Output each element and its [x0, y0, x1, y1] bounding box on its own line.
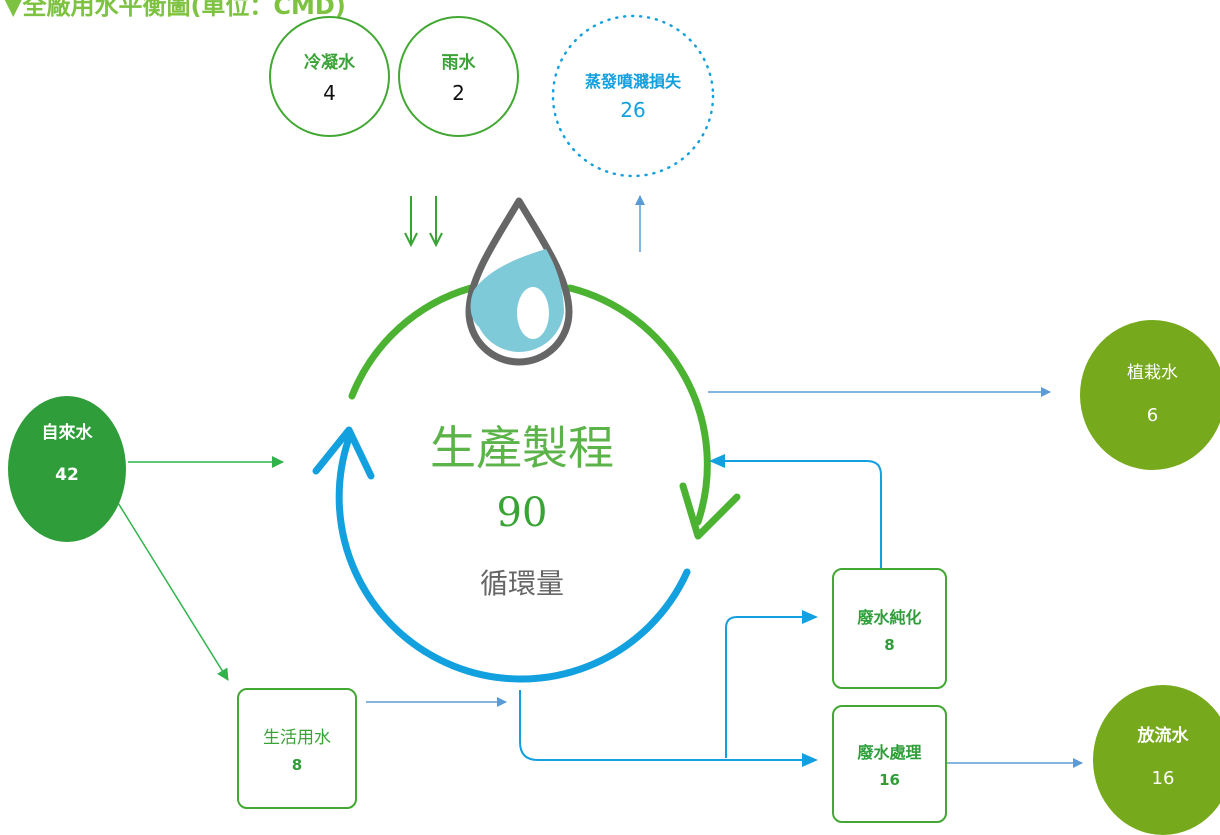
- discharge-label: 放流水: [1137, 726, 1189, 746]
- rain-value: 2: [452, 81, 465, 105]
- treatment-value: 16: [879, 771, 900, 789]
- purify-value: 8: [884, 635, 895, 654]
- circulation-label: 循環量: [479, 567, 564, 600]
- purify-return: [709, 454, 882, 568]
- discharge-node: 放流水 16: [1093, 685, 1220, 835]
- cycle-arrowhead-blue: [312, 426, 375, 480]
- condensate-label: 冷凝水: [304, 53, 355, 73]
- evaporation-node: 蒸發噴濺損失 26: [558, 60, 708, 130]
- cycle-arc-green: [348, 284, 475, 400]
- condensate-node: 冷凝水 4: [269, 16, 390, 137]
- tap-to-domestic-arrow: [109, 489, 229, 681]
- treatment-to-purify: [725, 610, 818, 758]
- landscape-node: 植栽水 6: [1080, 320, 1220, 470]
- evaporation-circle: [551, 14, 715, 178]
- condensate-value: 4: [323, 81, 336, 105]
- inflow-arrow-icons: [404, 196, 443, 248]
- tap-water-label: 自來水: [41, 423, 93, 443]
- domestic-node: 生活用水 8: [237, 688, 357, 809]
- purify-node: 廢水純化 8: [832, 568, 947, 689]
- discharge-value: 16: [1151, 768, 1175, 789]
- cycle-arc-green: [566, 284, 711, 526]
- circulation-value: 90: [496, 490, 548, 536]
- evaporation-label: 蒸發噴濺損失: [584, 72, 681, 91]
- landscape-label: 植栽水: [1127, 363, 1178, 383]
- cycle-arrowhead-green: [679, 482, 741, 540]
- domestic-label: 生活用水: [263, 728, 331, 748]
- rain-label: 雨水: [441, 53, 476, 73]
- production-label: 生產製程: [430, 421, 614, 475]
- tap-water-node: 自來水 42: [8, 396, 126, 542]
- water-drop-icon: [465, 197, 573, 366]
- rain-node: 雨水 2: [398, 16, 519, 137]
- production-to-treatment: [519, 690, 818, 767]
- purify-label: 廢水純化: [857, 607, 922, 627]
- tap-water-value: 42: [55, 465, 79, 485]
- cycle-arc-blue: [335, 434, 691, 683]
- domestic-value: 8: [291, 756, 303, 774]
- treatment-label: 廢水處理: [857, 743, 922, 762]
- diagram-title: ▼全廠用水平衡圖(單位：CMD): [4, 0, 346, 20]
- treatment-node: 廢水處理 16: [832, 705, 947, 823]
- evaporation-value: 26: [620, 98, 646, 122]
- landscape-value: 6: [1146, 405, 1159, 426]
